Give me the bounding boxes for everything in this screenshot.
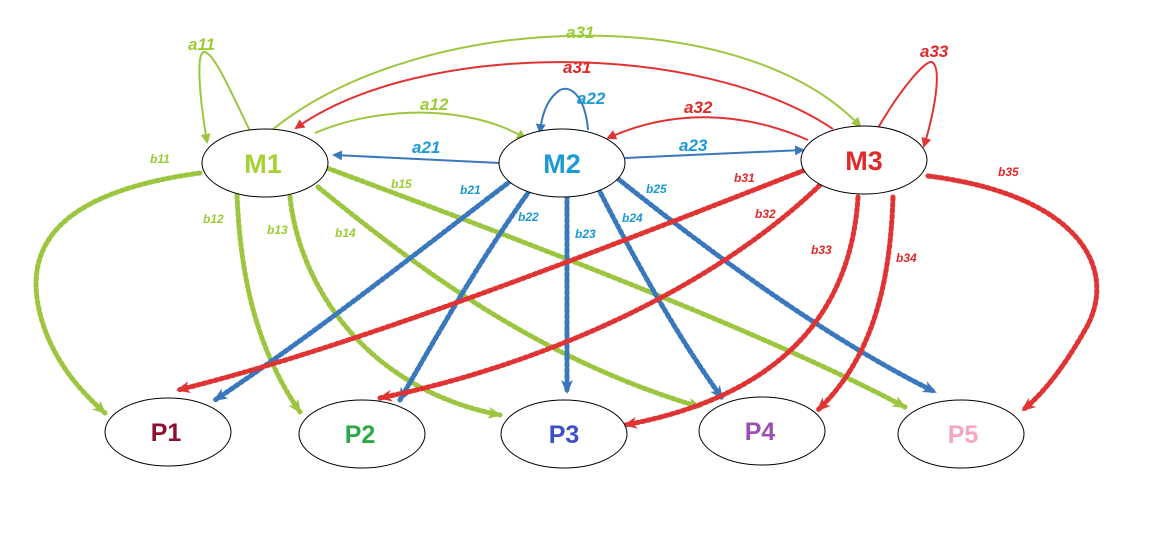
label-b35: b35 — [998, 165, 1019, 179]
edge-a33 — [877, 61, 938, 148]
label-b13: b13 — [267, 223, 288, 237]
label-b14: b14 — [335, 226, 356, 240]
node-m2-label: M2 — [543, 149, 581, 179]
label-a33: a33 — [920, 42, 949, 61]
edge-a21 — [332, 150, 501, 164]
label-b23: b23 — [575, 227, 596, 241]
edge-b21 — [212, 177, 515, 403]
label-b15: b15 — [391, 177, 412, 191]
emission-edges-m3 — [175, 167, 1100, 429]
label-b24: b24 — [622, 211, 643, 225]
node-m3[interactable]: M3 — [800, 125, 928, 195]
edge-a31-green — [271, 34, 862, 131]
label-a11: a11 — [188, 35, 215, 54]
node-p2-label: P2 — [345, 421, 376, 449]
edge-b12 — [234, 192, 303, 415]
node-m3-shape — [800, 125, 928, 195]
label-b34: b34 — [896, 251, 917, 265]
node-p4-shape — [698, 396, 826, 466]
label-b11: b11 — [150, 152, 170, 166]
node-p4[interactable]: P4 — [698, 396, 826, 466]
node-p5-label: P5 — [948, 421, 979, 449]
label-a32: a32 — [684, 98, 713, 117]
node-p2-shape — [298, 399, 426, 469]
label-b32: b32 — [755, 207, 776, 221]
edge-a31-red — [294, 61, 834, 130]
edge-b11 — [33, 170, 203, 416]
label-b33: b33 — [811, 243, 832, 257]
transition-labels: a11 a31 a31 a33 a12 a22 a32 a21 a23 — [188, 23, 949, 157]
node-p5[interactable]: P5 — [897, 399, 1025, 469]
emission-edges-m2 — [212, 175, 938, 403]
edge-b34 — [815, 194, 896, 413]
edge-b24 — [595, 185, 725, 401]
hidden-states: M1 M2 M3 — [201, 125, 928, 198]
label-b21: b21 — [460, 183, 481, 197]
edge-a22 — [535, 87, 589, 134]
node-p2[interactable]: P2 — [298, 399, 426, 469]
edge-b13 — [287, 194, 503, 419]
label-a21: a21 — [412, 138, 440, 157]
node-p1-label: P1 — [151, 419, 182, 447]
node-p5-shape — [897, 399, 1025, 469]
edge-a23 — [624, 145, 805, 159]
node-p1-shape — [104, 397, 232, 467]
label-a22: a22 — [577, 89, 606, 108]
observations: P1 P2 P3 P4 P5 — [104, 396, 1025, 469]
node-p3-label: P3 — [549, 421, 580, 449]
emission-labels: b11 b12 b13 b14 b15 b21 b22 b23 b24 b25 … — [150, 152, 1019, 265]
edge-b14 — [315, 184, 703, 410]
edge-b33 — [622, 194, 861, 429]
node-p1[interactable]: P1 — [104, 397, 232, 467]
edge-b32 — [377, 182, 823, 402]
edge-b15 — [324, 165, 908, 410]
edge-a32 — [606, 116, 809, 141]
label-a31-red: a31 — [563, 58, 591, 77]
node-m1[interactable]: M1 — [201, 128, 329, 198]
label-b25: b25 — [646, 182, 667, 196]
node-p4-label: P4 — [745, 418, 776, 446]
edge-b25 — [614, 175, 938, 395]
edge-b22 — [397, 187, 533, 403]
label-b12: b12 — [203, 212, 224, 226]
label-a23: a23 — [679, 136, 708, 155]
transition-edges — [198, 34, 938, 164]
node-m1-label: M1 — [244, 149, 282, 179]
node-p3-shape — [500, 399, 628, 469]
edge-b31 — [175, 167, 808, 393]
label-b31: b31 — [734, 171, 755, 185]
node-p3[interactable]: P3 — [500, 399, 628, 469]
edge-a11 — [198, 51, 251, 144]
node-m3-label: M3 — [845, 146, 883, 176]
label-a12: a12 — [420, 95, 449, 114]
edge-a12 — [314, 111, 527, 140]
node-m2-shape — [498, 128, 626, 198]
label-b22: b22 — [518, 210, 539, 224]
label-a31-top: a31 — [566, 23, 594, 42]
edge-b35 — [925, 173, 1100, 413]
emission-edges-m1 — [33, 165, 908, 419]
node-m1-shape — [201, 128, 329, 198]
node-m2[interactable]: M2 — [498, 128, 626, 198]
